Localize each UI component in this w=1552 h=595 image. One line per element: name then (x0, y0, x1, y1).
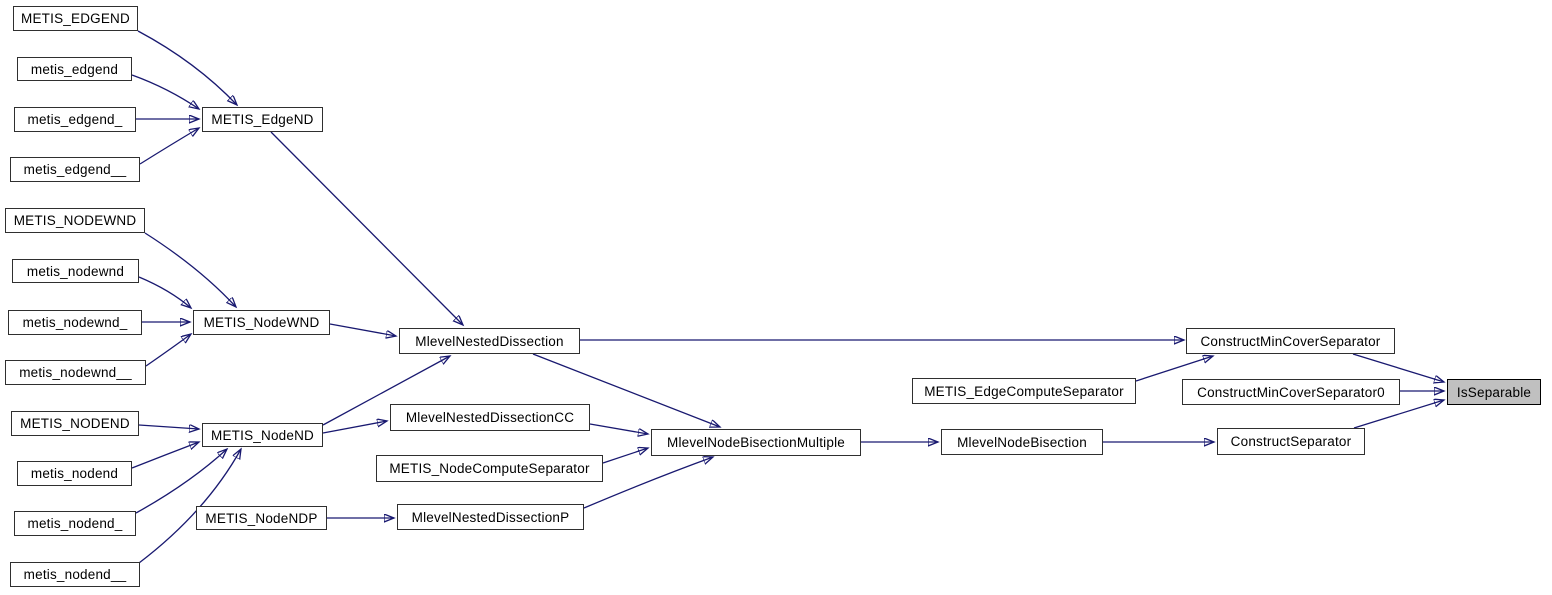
node-metis_nodend_[interactable]: metis_nodend_ (14, 511, 136, 536)
node-METIS_NodeNDP[interactable]: METIS_NodeNDP (196, 506, 327, 530)
node-METIS_NodeComputeSeparator[interactable]: METIS_NodeComputeSeparator (376, 455, 603, 482)
edge-metis_nodend-to-METIS_NodeND (131, 442, 199, 469)
node-METIS_EDGEND[interactable]: METIS_EDGEND (13, 6, 138, 31)
node-ConstructMinCoverSeparator0[interactable]: ConstructMinCoverSeparator0 (1182, 379, 1400, 405)
node-MlevelNodeBisectionMultiple[interactable]: MlevelNodeBisectionMultiple (651, 429, 861, 456)
edge-metis_nodewnd__-to-METIS_NodeWND (145, 334, 191, 367)
node-METIS_EdgeComputeSeparator[interactable]: METIS_EdgeComputeSeparator (912, 378, 1136, 404)
node-METIS_EdgeND[interactable]: METIS_EdgeND (202, 107, 323, 132)
node-MlevelNestedDissection[interactable]: MlevelNestedDissection (399, 328, 580, 354)
node-METIS_NodeND[interactable]: METIS_NodeND (202, 423, 323, 447)
node-MlevelNestedDissectionCC[interactable]: MlevelNestedDissectionCC (390, 404, 590, 431)
edge-MlevelNestedDissection-to-MlevelNodeBisectionMultiple (532, 353, 720, 427)
node-METIS_NodeWND[interactable]: METIS_NodeWND (193, 310, 330, 335)
edge-METIS_EdgeComputeSeparator-to-ConstructMinCoverSeparator (1135, 356, 1213, 382)
node-MlevelNodeBisection[interactable]: MlevelNodeBisection (941, 429, 1103, 455)
node-metis_nodewnd__[interactable]: metis_nodewnd__ (5, 360, 146, 385)
node-metis_edgend[interactable]: metis_edgend (17, 57, 132, 81)
edge-MlevelNestedDissectionP-to-MlevelNodeBisectionMultiple (583, 457, 713, 509)
edge-METIS_NodeWND-to-MlevelNestedDissection (329, 323, 396, 336)
node-ConstructMinCoverSeparator[interactable]: ConstructMinCoverSeparator (1186, 328, 1395, 354)
edge-METIS_EdgeND-to-MlevelNestedDissection (270, 131, 463, 325)
edge-METIS_NODEWND-to-METIS_NodeWND (144, 232, 236, 307)
edge-ConstructMinCoverSeparator-to-IsSeparable (1352, 353, 1444, 382)
edge-metis_nodewnd-to-METIS_NodeWND (138, 276, 191, 308)
edge-MlevelNestedDissectionCC-to-MlevelNodeBisectionMultiple (589, 423, 648, 434)
node-metis_nodewnd[interactable]: metis_nodewnd (12, 259, 139, 283)
edge-metis_nodend_-to-METIS_NodeND (135, 449, 227, 514)
edge-metis_edgend__-to-METIS_EdgeND (139, 128, 199, 165)
node-metis_nodend__[interactable]: metis_nodend__ (10, 562, 140, 587)
edge-METIS_NODEND-to-METIS_NodeND (138, 425, 199, 429)
node-IsSeparable: IsSeparable (1447, 379, 1541, 405)
edge-metis_edgend-to-METIS_EdgeND (131, 74, 199, 109)
edge-METIS_NodeND-to-MlevelNestedDissectionCC (322, 421, 387, 434)
node-METIS_NODEWND[interactable]: METIS_NODEWND (5, 208, 145, 233)
node-METIS_NODEND[interactable]: METIS_NODEND (11, 411, 139, 436)
node-metis_nodend[interactable]: metis_nodend (17, 461, 132, 486)
node-metis_nodewnd_[interactable]: metis_nodewnd_ (8, 310, 142, 335)
node-metis_edgend_[interactable]: metis_edgend_ (14, 107, 136, 132)
node-MlevelNestedDissectionP[interactable]: MlevelNestedDissectionP (397, 504, 584, 530)
node-ConstructSeparator[interactable]: ConstructSeparator (1217, 428, 1365, 455)
edge-ConstructSeparator-to-IsSeparable (1353, 400, 1444, 429)
edge-METIS_NodeComputeSeparator-to-MlevelNodeBisectionMultiple (602, 448, 648, 464)
node-metis_edgend__[interactable]: metis_edgend__ (10, 157, 140, 182)
edge-METIS_NodeND-to-MlevelNestedDissection (322, 356, 450, 426)
edge-METIS_EDGEND-to-METIS_EdgeND (137, 30, 237, 105)
